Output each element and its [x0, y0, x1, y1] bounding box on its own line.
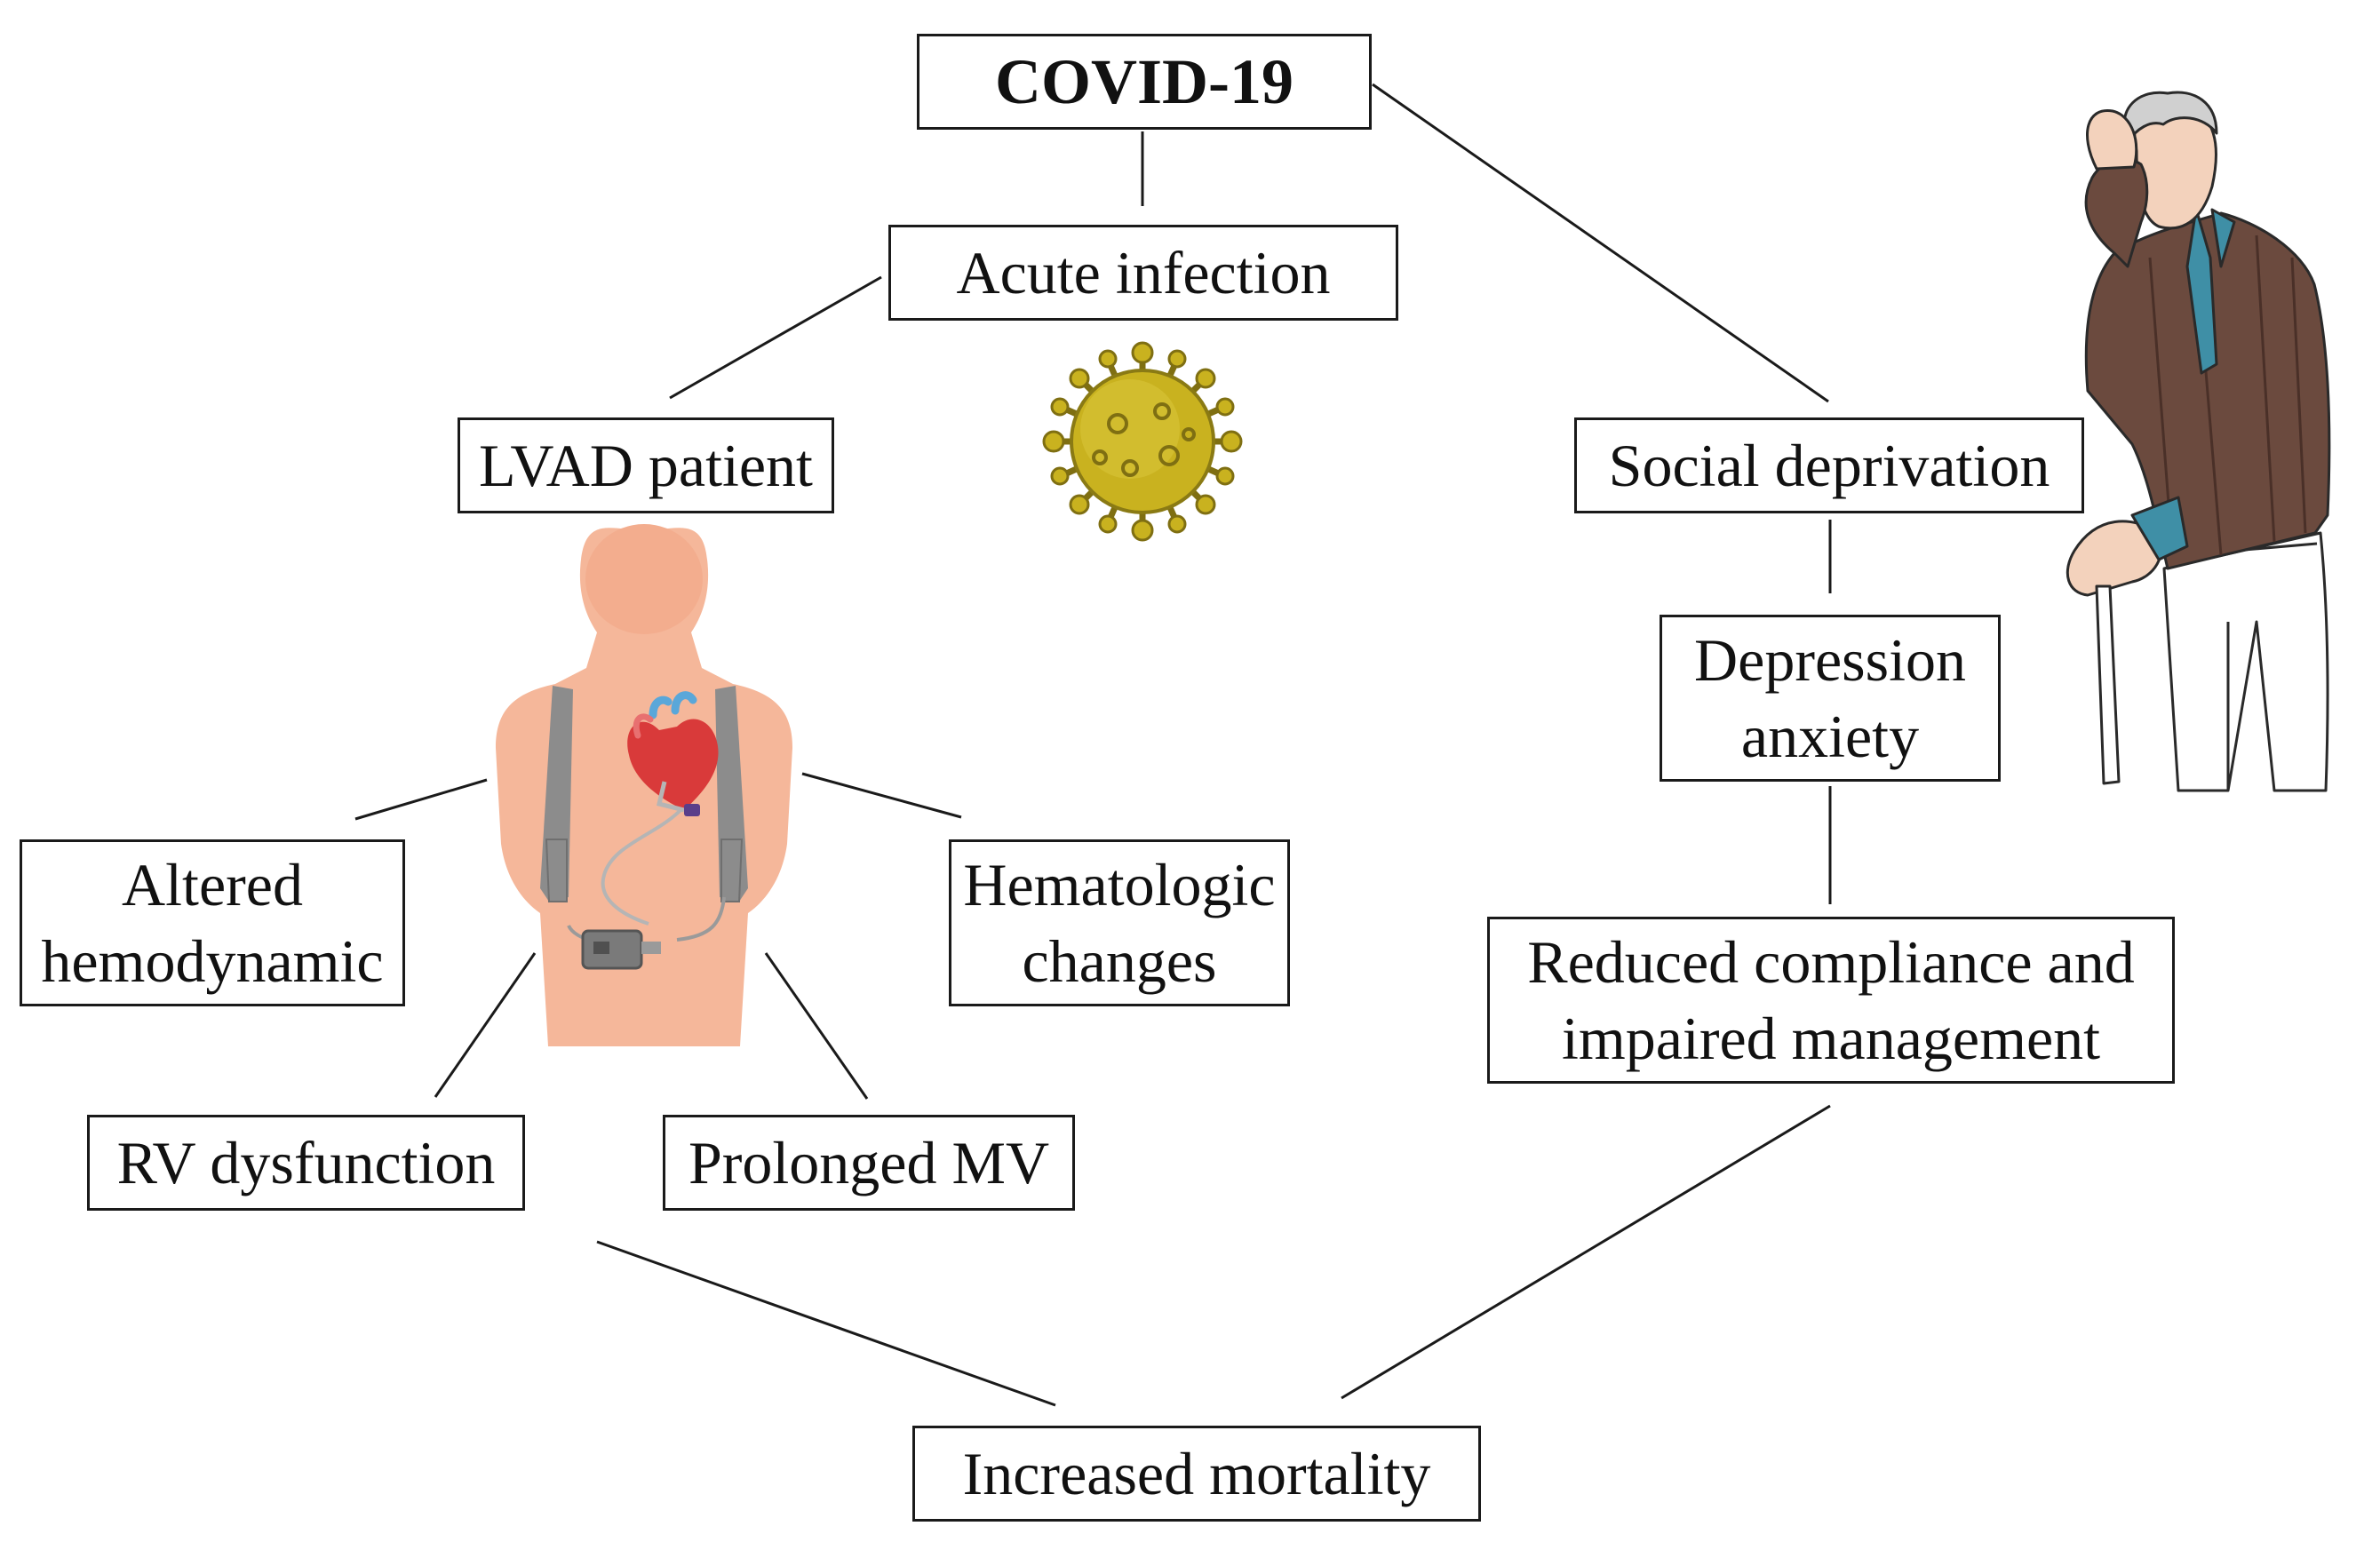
node-reduced-line2: impaired management	[1561, 1005, 2101, 1072]
node-acute-infection: Acute infection	[888, 225, 1398, 321]
arrow-torso-to-hematologic	[801, 772, 962, 819]
node-altered-line2: hemodynamic	[41, 927, 384, 995]
node-lvad-patient-label: LVAD patient	[479, 432, 813, 499]
node-rv-dysfunction-label: RV dysfunction	[116, 1129, 496, 1196]
arrow-torso-to-prolonged	[764, 952, 869, 1100]
torso-lvad-icon	[496, 524, 792, 1046]
node-depression-anxiety: Depression anxiety	[1660, 615, 2001, 782]
node-altered-line1: Altered	[122, 851, 303, 918]
arrow-torso-to-rv	[434, 952, 537, 1098]
arrow-acute-to-lvad	[669, 275, 882, 400]
arrows	[354, 83, 1832, 1407]
controller-icon	[581, 929, 661, 970]
node-covid-19: COVID-19	[917, 34, 1372, 130]
arrow-torso-to-altered	[354, 778, 488, 821]
node-social-deprivation: Social deprivation	[1574, 417, 2084, 513]
node-increased-mortality-label: Increased mortality	[962, 1440, 1431, 1507]
node-altered-hemodynamic: Altered hemodynamic	[20, 839, 405, 1006]
node-social-deprivation-label: Social deprivation	[1608, 432, 2050, 499]
heart-icon	[627, 691, 719, 816]
node-hematologic-changes: Hematologic changes	[949, 839, 1290, 1006]
arrow-lvad-branch-to-mortality	[596, 1240, 1056, 1407]
node-prolonged-mv-label: Prolonged MV	[688, 1129, 1050, 1196]
node-lvad-patient: LVAD patient	[458, 417, 834, 513]
node-covid-19-label: COVID-19	[995, 46, 1293, 117]
node-hematologic-line2: changes	[1022, 927, 1217, 995]
elderly-man-icon	[2066, 91, 2331, 792]
arrow-covid-to-social	[1372, 83, 1829, 403]
node-rv-dysfunction: RV dysfunction	[87, 1115, 525, 1211]
node-depression-line2: anxiety	[1740, 703, 1920, 770]
node-depression-line1: Depression	[1694, 626, 1966, 694]
node-reduced-compliance: Reduced compliance and impaired manageme…	[1487, 917, 2175, 1084]
node-reduced-line1: Reduced compliance and	[1527, 928, 2135, 996]
arrow-reduced-to-mortality	[1341, 1104, 1831, 1400]
node-acute-infection-label: Acute infection	[956, 239, 1331, 306]
node-prolonged-mv: Prolonged MV	[663, 1115, 1075, 1211]
node-hematologic-line1: Hematologic	[963, 851, 1276, 918]
virus-icon	[1042, 341, 1243, 542]
node-increased-mortality: Increased mortality	[912, 1426, 1481, 1522]
